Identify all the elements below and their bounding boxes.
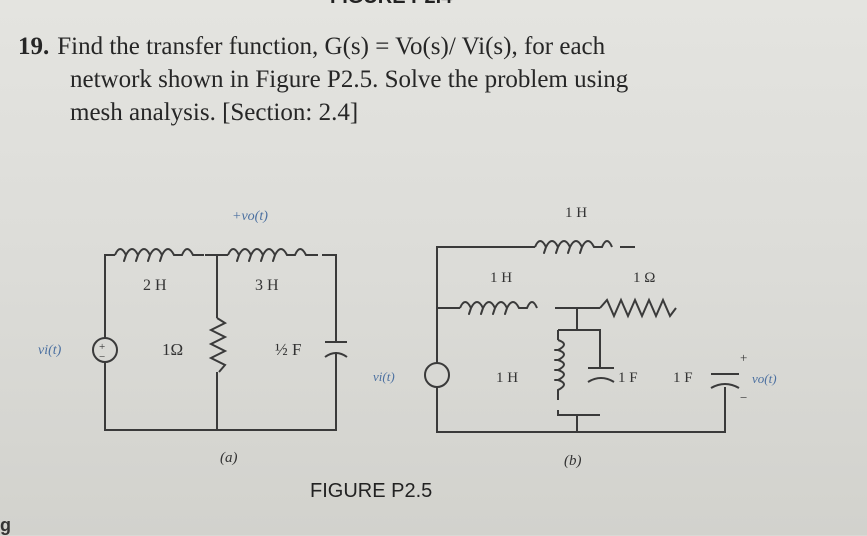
problem-number: 19.	[18, 33, 50, 60]
problem-line-3: mesh analysis. [Section: 2.4]	[70, 99, 359, 126]
capacitor-half-f	[324, 341, 348, 358]
caption-b: (b)	[564, 453, 582, 469]
wire-a	[104, 254, 337, 431]
resistor-1ohm-b	[599, 297, 677, 319]
source-label-a: vi(t)	[38, 343, 62, 358]
source-label-b: vi(t)	[373, 369, 395, 384]
corner-mark: g	[0, 515, 11, 535]
resistor-1ohm	[208, 317, 228, 373]
wire-b	[436, 246, 726, 433]
capacitor-label-shunt: 1 F	[618, 370, 638, 386]
capacitor-shunt-1f	[587, 367, 615, 383]
voltage-source-a	[92, 337, 118, 363]
problem-line-1: Find the transfer function, G(s) = Vo(s)…	[57, 33, 606, 60]
resistor-label-b: 1 Ω	[633, 270, 655, 286]
problem-text: 19. Find the transfer function, G(s) = Vo…	[18, 30, 818, 129]
inductor-3h	[227, 248, 318, 262]
output-label-b: vo(t)	[752, 371, 777, 386]
inductor-2h	[114, 248, 204, 262]
inductor-label-shunt: 1 H	[496, 370, 518, 386]
inductor-label-2h: 2 H	[143, 277, 167, 294]
capacitor-label-output: 1 F	[673, 370, 693, 386]
inductor-series-1h	[459, 301, 538, 315]
circuit-b	[424, 240, 740, 433]
output-plus: +	[740, 350, 747, 365]
figure-caption: FIGURE P2.5	[310, 480, 433, 502]
svg-text:−: −	[99, 351, 105, 363]
output-minus: −	[740, 390, 747, 405]
circuit-a: + −	[92, 248, 348, 431]
resistor-label-a: 1Ω	[162, 340, 183, 359]
voltage-source-b	[424, 362, 450, 388]
previous-figure-title: FIGURE P2.4	[330, 0, 452, 9]
inductor-label-3h: 3 H	[255, 277, 279, 294]
inductor-shunt-1h	[554, 339, 565, 400]
inductor-label-series: 1 H	[490, 270, 512, 286]
svg-text:+: +	[99, 341, 105, 353]
inductor-label-top: 1 H	[565, 205, 587, 221]
inductor-top-1h	[534, 240, 613, 254]
problem-line-2: network shown in Figure P2.5. Solve the …	[70, 66, 629, 93]
capacitor-output-1f	[710, 373, 740, 389]
capacitor-label-a: ½ F	[275, 340, 301, 359]
output-label-a: +vo(t)	[232, 209, 268, 224]
caption-a: (a)	[220, 450, 238, 466]
